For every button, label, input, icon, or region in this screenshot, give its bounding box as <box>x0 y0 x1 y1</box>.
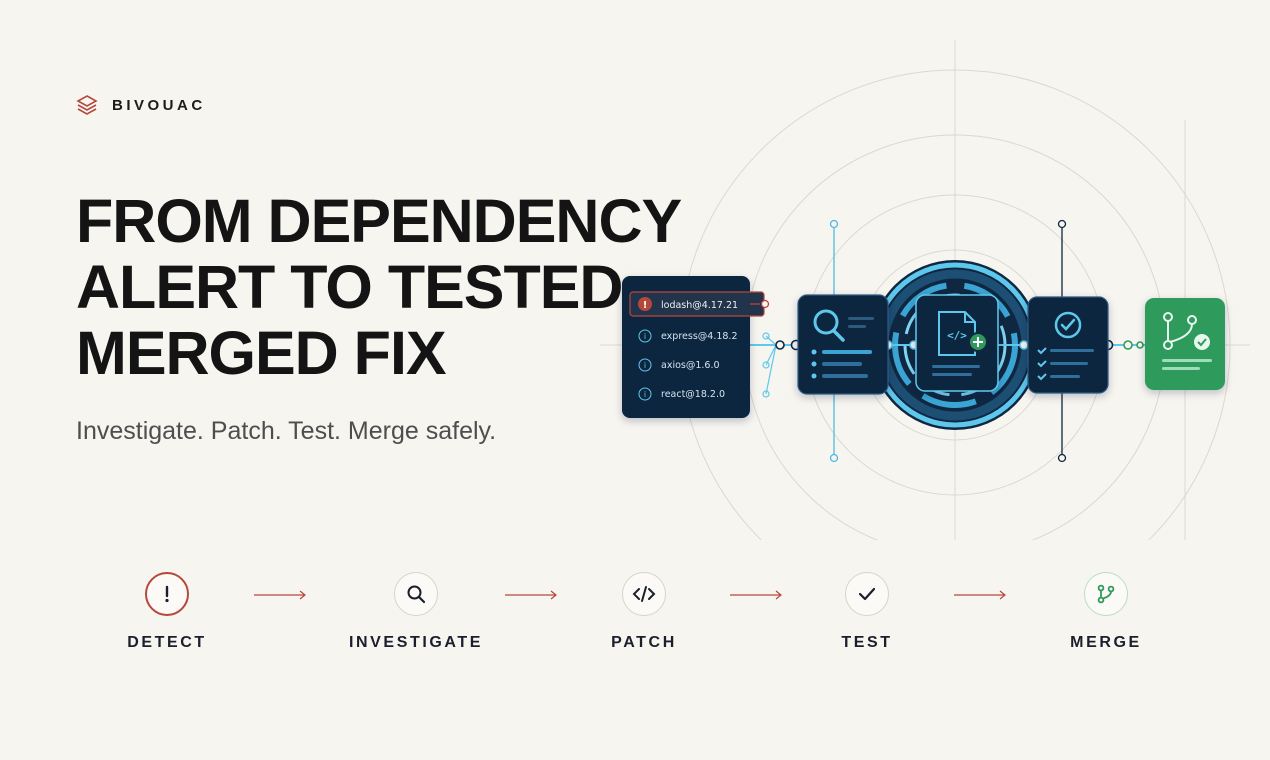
subtitle: Investigate. Patch. Test. Merge safely. <box>76 417 497 445</box>
test-card <box>1027 296 1109 394</box>
svg-text:i: i <box>644 390 646 399</box>
svg-text:i: i <box>644 361 646 370</box>
step-label: TEST <box>841 634 893 651</box>
checklist-icon <box>1037 311 1094 381</box>
connector-lines <box>829 219 1067 463</box>
arrow-right-icon <box>954 590 1006 600</box>
headline-line: FROM DEPENDENCY <box>76 187 682 255</box>
dependency-list: ! lodash@4.17.21 i express@4.18.2 i axio… <box>629 291 770 401</box>
dependency-item: lodash@4.17.21 <box>661 300 738 311</box>
step-label: INVESTIGATE <box>348 634 484 651</box>
arrow-right-icon <box>730 590 782 600</box>
svg-text:!: ! <box>643 300 648 311</box>
step-merge: MERGE <box>1021 572 1191 652</box>
brand-name: BIVOUAC <box>112 96 206 114</box>
dependency-item: express@4.18.2 <box>661 331 738 342</box>
headline-line: MERGED FIX <box>76 319 447 387</box>
headline-line: ALERT TO TESTED, <box>76 253 639 321</box>
svg-text:</>: </> <box>947 329 967 342</box>
merge-card <box>1145 298 1225 390</box>
git-branch-icon <box>1084 572 1128 616</box>
alert-dot-icon <box>638 297 652 311</box>
code-icon <box>622 572 666 616</box>
code-file-plus-icon: </> <box>932 311 988 376</box>
git-merge-icon <box>1162 312 1212 370</box>
dependency-item: axios@1.6.0 <box>661 360 720 371</box>
steps-row: DETECT INVESTIGATE PATCH <box>0 560 1270 660</box>
step-detect: DETECT <box>82 572 252 652</box>
step-label: MERGE <box>1070 634 1142 651</box>
pipeline-illustration: ! lodash@4.17.21 i express@4.18.2 i axio… <box>600 40 1250 540</box>
search-icon <box>394 572 438 616</box>
headline: FROM DEPENDENCY ALERT TO TESTED, MERGED … <box>76 187 682 387</box>
list-connectors <box>762 332 777 398</box>
step-investigate: INVESTIGATE <box>331 572 501 652</box>
arrow-right-icon <box>254 590 306 600</box>
step-label: PATCH <box>611 634 677 651</box>
search-icon <box>811 309 874 379</box>
svg-text:i: i <box>644 332 646 341</box>
alert-icon <box>145 572 189 616</box>
brand: BIVOUAC <box>76 94 206 116</box>
arrow-right-icon <box>505 590 557 600</box>
layers-logo-icon <box>76 95 98 115</box>
step-patch: PATCH <box>559 572 729 652</box>
step-test: TEST <box>782 572 952 652</box>
check-icon <box>845 572 889 616</box>
dependency-item: react@18.2.0 <box>661 389 725 400</box>
step-label: DETECT <box>127 634 207 651</box>
investigate-card <box>797 294 889 395</box>
